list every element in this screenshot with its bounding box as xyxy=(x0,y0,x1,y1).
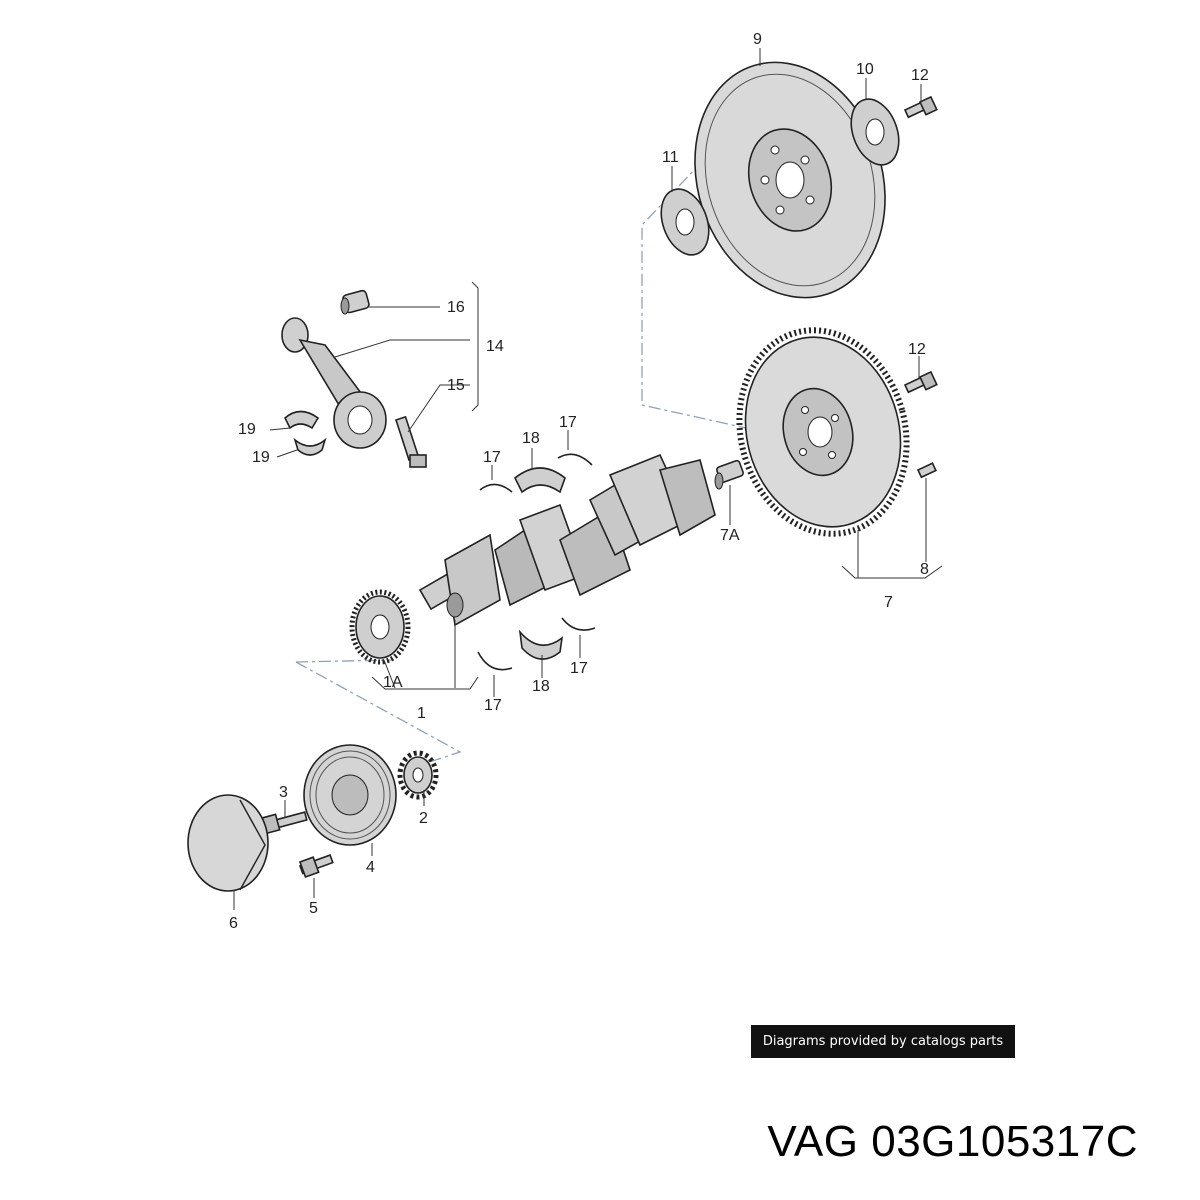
bolt-icon xyxy=(394,415,427,468)
connecting-rod-icon xyxy=(281,317,387,449)
bolt-icon xyxy=(903,370,938,394)
callout-15: 15 xyxy=(447,377,465,394)
thrust-washer-icon xyxy=(561,617,596,631)
callout-7: 7 xyxy=(884,594,893,611)
needle-bearing-icon xyxy=(714,459,744,490)
dowel-pin-icon xyxy=(916,462,937,479)
callout-18: 18 xyxy=(522,430,540,447)
pulley-icon xyxy=(303,744,397,846)
callout-3: 3 xyxy=(279,784,288,801)
bolt-icon xyxy=(298,854,334,879)
callout-5: 5 xyxy=(309,900,318,917)
callout-18: 18 xyxy=(532,678,550,695)
bolt-icon xyxy=(903,95,938,119)
bolt-icon xyxy=(261,811,308,835)
thrust-washer-icon xyxy=(477,651,513,671)
sprocket-icon xyxy=(397,750,439,800)
callout-2: 2 xyxy=(419,810,428,827)
bearing-shell-icon xyxy=(513,467,566,494)
callout-6: 6 xyxy=(229,915,238,932)
reinforcement-washer-icon xyxy=(850,98,900,166)
flywheel-icon xyxy=(694,61,886,299)
attribution-banner: Diagrams provided by catalogs parts xyxy=(751,1025,1015,1058)
callout-19: 19 xyxy=(238,421,256,438)
callout-12: 12 xyxy=(908,341,926,358)
thrust-washer-icon xyxy=(557,453,593,466)
bearing-shell-icon xyxy=(293,437,327,456)
callout-19: 19 xyxy=(252,449,270,466)
spacer-washer-icon xyxy=(660,188,710,256)
callout-1: 1 xyxy=(417,705,426,722)
crankshaft-icon xyxy=(418,453,716,627)
callout-9: 9 xyxy=(753,31,762,48)
callout-10: 10 xyxy=(856,61,874,78)
callout-8: 8 xyxy=(920,561,929,578)
cap-icon xyxy=(187,794,269,892)
leader-lines xyxy=(233,48,943,910)
bearing-shell-icon xyxy=(518,629,564,660)
callout-14: 14 xyxy=(486,338,504,355)
part-number-title: VAG 03G105317C xyxy=(767,1117,1138,1166)
callout-17: 17 xyxy=(484,697,502,714)
callout-1A: 1A xyxy=(383,674,403,691)
gear-icon xyxy=(349,589,411,665)
callout-labels: 9 10 12 11 16 14 15 19 19 17 18 17 12 7A… xyxy=(229,31,929,932)
bearing-shell-icon xyxy=(284,410,320,430)
callout-11: 11 xyxy=(662,149,679,166)
callout-4: 4 xyxy=(366,859,375,876)
callout-16: 16 xyxy=(447,299,465,316)
bushing-icon xyxy=(340,289,370,315)
callout-17: 17 xyxy=(570,660,588,677)
callout-7A: 7A xyxy=(720,527,740,544)
thrust-washer-icon xyxy=(479,483,513,493)
callout-17: 17 xyxy=(483,449,501,466)
dual-mass-flywheel-icon xyxy=(736,327,910,537)
callout-17: 17 xyxy=(559,414,577,431)
callout-12: 12 xyxy=(911,67,929,84)
